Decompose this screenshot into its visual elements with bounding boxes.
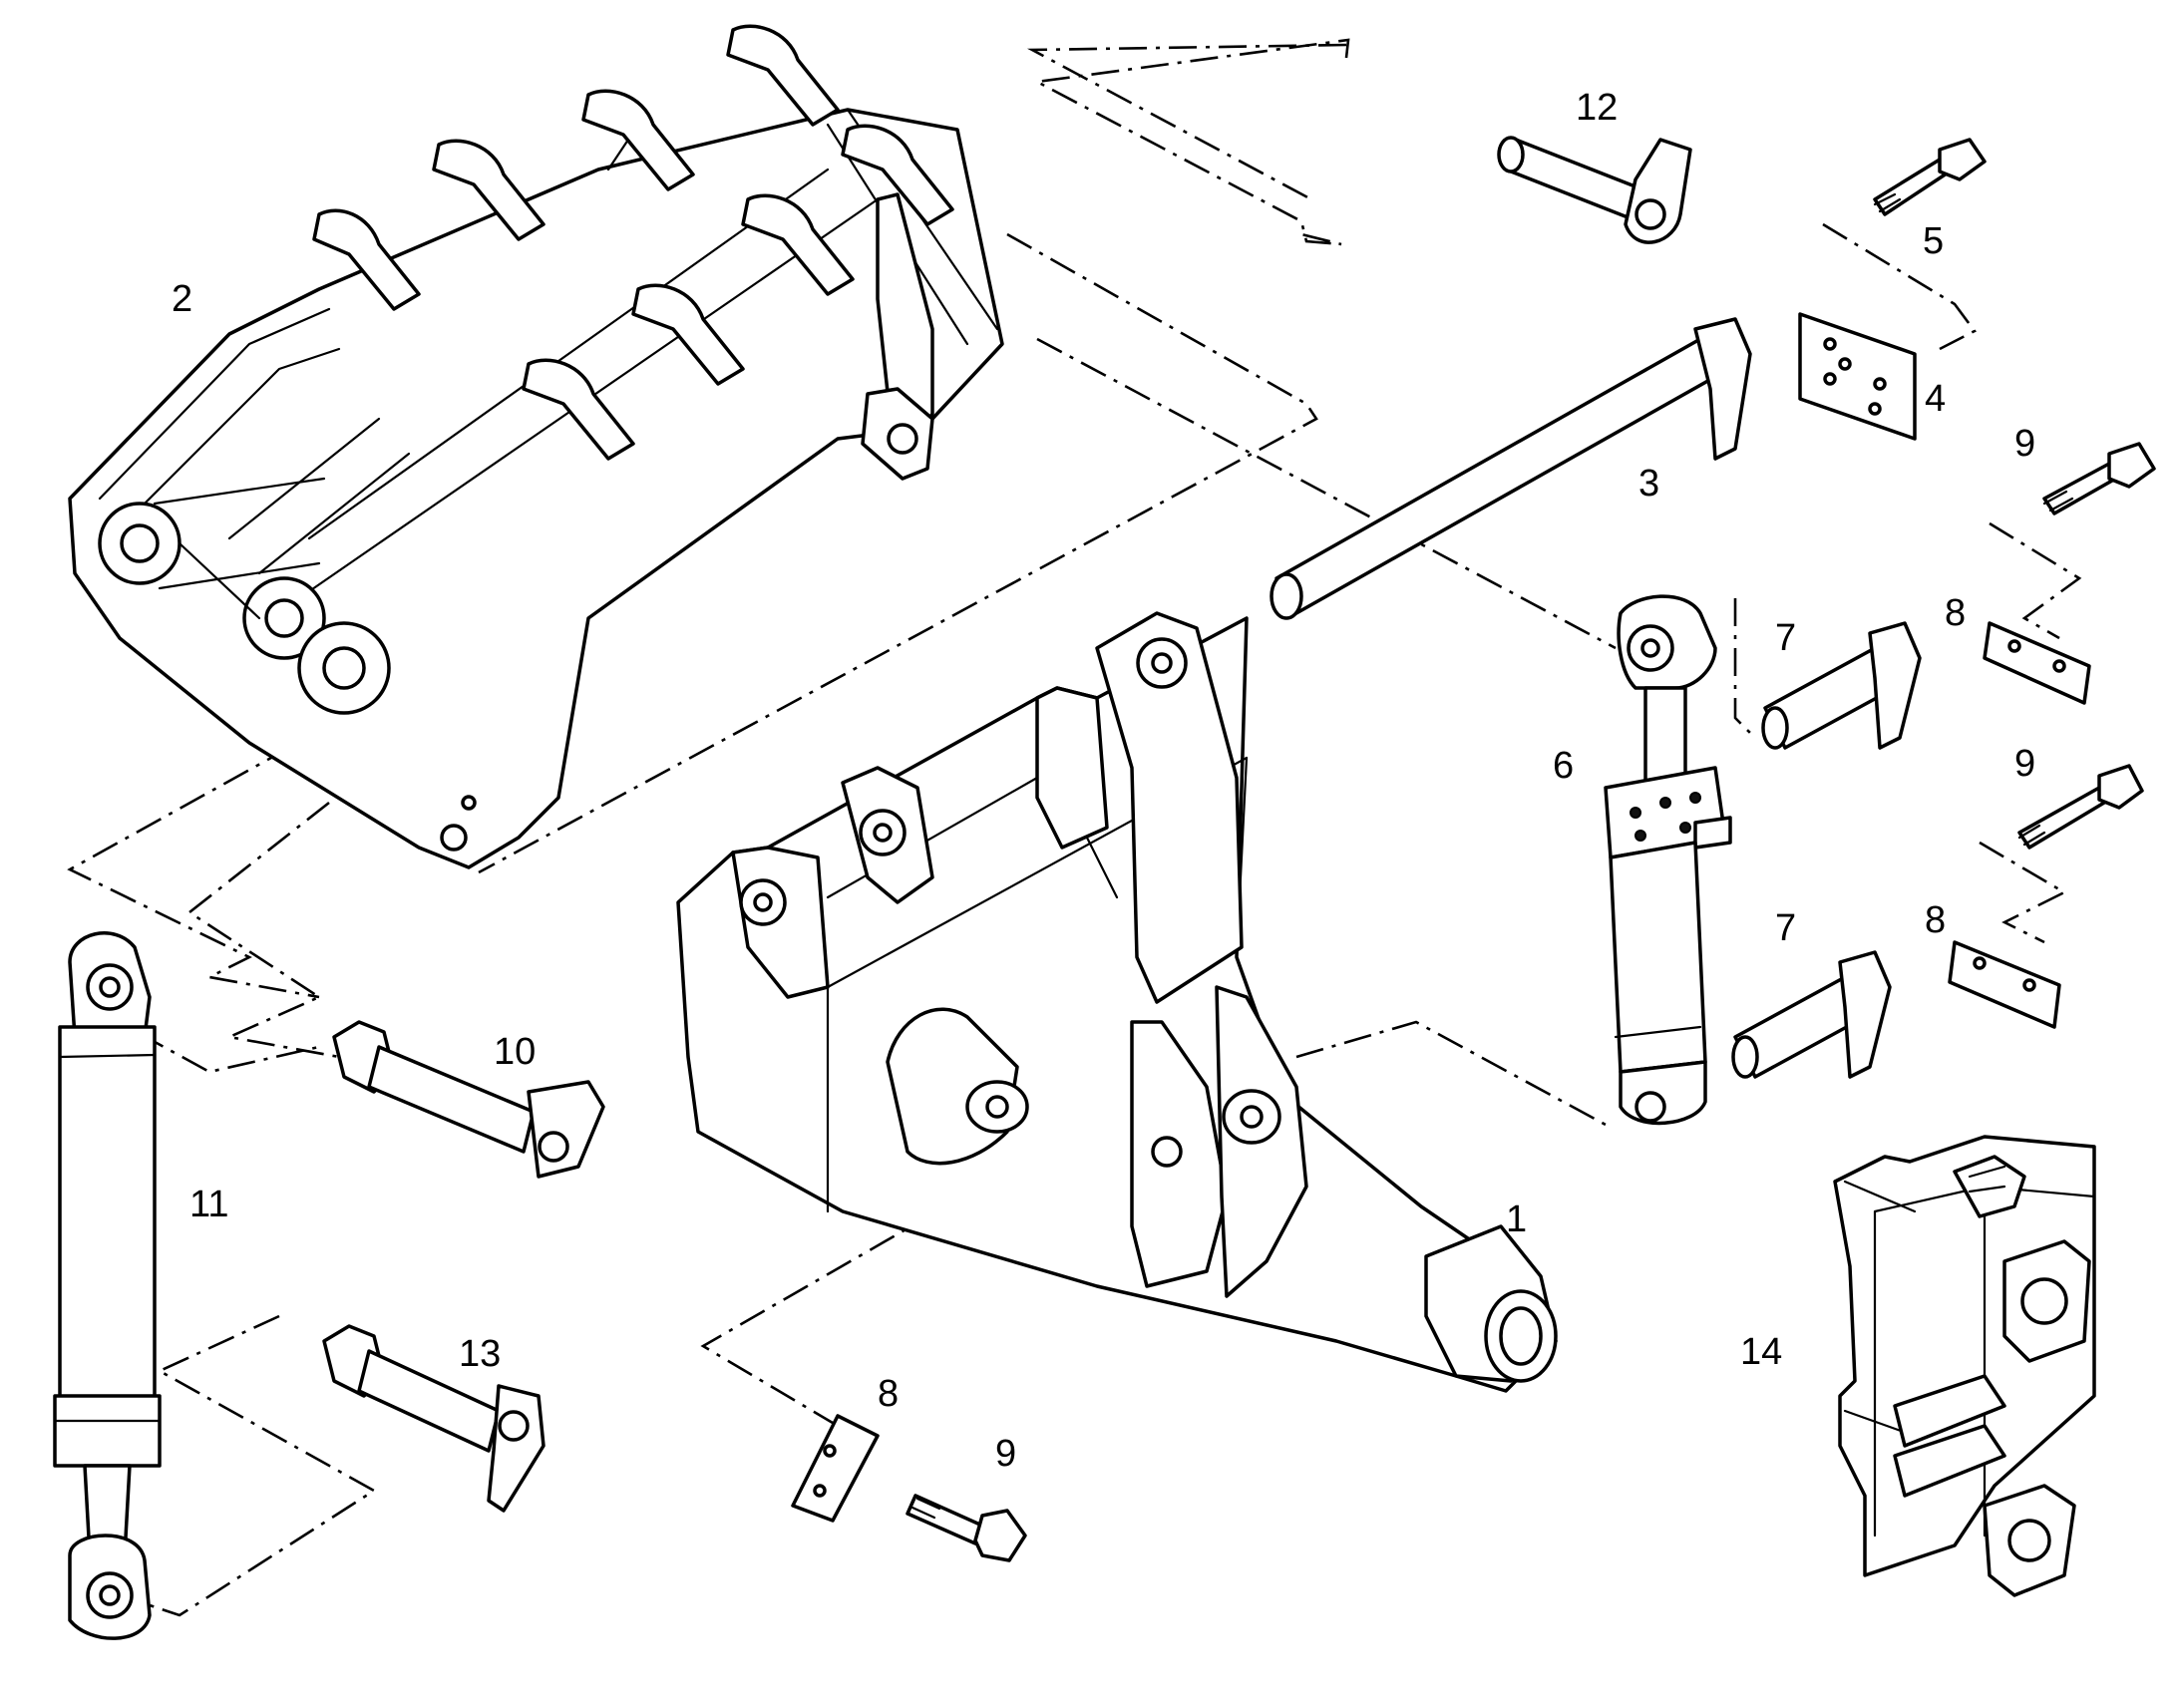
part-6-cylinder — [1604, 594, 1732, 1126]
part-8-plate-bottom — [791, 1414, 880, 1523]
callout-2: 2 — [172, 278, 192, 320]
callout-5: 5 — [1923, 220, 1944, 262]
part-3-shaft — [1270, 317, 1752, 620]
callout-10: 10 — [494, 1031, 536, 1073]
callout-9-upper: 9 — [2014, 423, 2035, 465]
callout-8-bottom: 8 — [878, 1373, 899, 1415]
part-9-bolt-upper — [2042, 442, 2156, 515]
callout-3: 3 — [1638, 463, 1659, 505]
part-4-plate — [1798, 312, 1917, 441]
part-10-pin — [332, 1020, 605, 1179]
callout-13: 13 — [459, 1333, 501, 1375]
part-7-pin-upper — [1761, 621, 1922, 750]
assembly-leader-lines — [67, 38, 2082, 1617]
part-8-plate-middle — [1948, 940, 2061, 1029]
part-9-bolt-middle — [2017, 764, 2144, 850]
callout-1: 1 — [1506, 1198, 1527, 1240]
part-2-frame — [68, 24, 1004, 869]
part-5-bolt — [1873, 138, 1987, 216]
part-13-pin — [322, 1324, 545, 1513]
part-8-plate-upper — [1983, 621, 2091, 705]
callout-9-middle: 9 — [2014, 743, 2035, 785]
part-9-bolt-bottom — [906, 1494, 1027, 1562]
callout-14: 14 — [1740, 1331, 1782, 1373]
callout-8-upper: 8 — [1945, 592, 1966, 634]
callout-labels: 1 2 3 4 5 6 7 7 8 8 8 9 9 9 10 11 12 13 … — [172, 87, 2035, 1475]
part-12-pin — [1497, 136, 1692, 244]
callout-7-lower: 7 — [1775, 907, 1796, 949]
callout-12: 12 — [1576, 87, 1618, 129]
callout-8-middle: 8 — [1925, 899, 1946, 941]
part-7-pin-lower — [1731, 950, 1892, 1079]
callout-4: 4 — [1925, 378, 1946, 420]
callout-6: 6 — [1553, 745, 1574, 787]
callout-7-upper: 7 — [1775, 617, 1796, 659]
part-1-bracket — [676, 611, 1558, 1393]
callout-11: 11 — [189, 1184, 228, 1225]
part-14-valve-block — [1833, 1135, 2096, 1597]
callout-9-bottom: 9 — [995, 1433, 1016, 1475]
part-11-cylinder — [53, 931, 162, 1640]
